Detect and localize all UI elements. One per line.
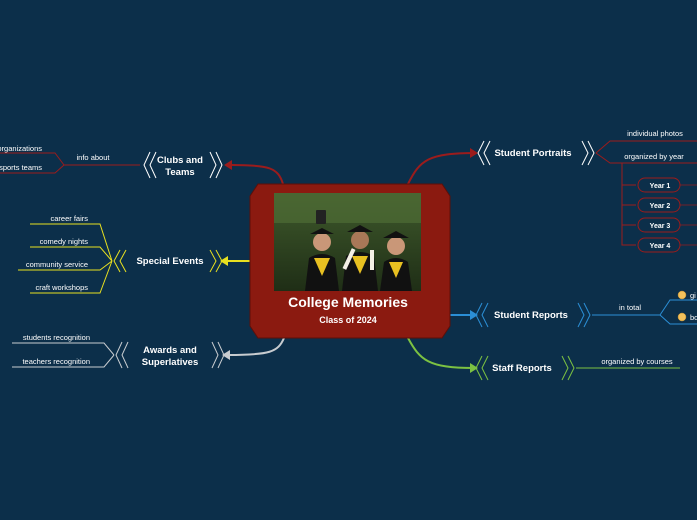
arrow-staff [470, 363, 478, 373]
bracket-right-icon [581, 140, 595, 166]
awards-leaf-teachers-recognition[interactable]: teachers recognition [22, 357, 90, 366]
reports-leaf-girls-label: gi [690, 291, 696, 300]
bracket-left-icon [475, 302, 489, 328]
arrow-reports [470, 310, 478, 320]
bracket-left-icon [115, 341, 129, 369]
portraits-label: Student Portraits [494, 148, 571, 159]
year-4-label: Year 4 [650, 243, 671, 250]
connector-staff [407, 337, 475, 369]
years-connector-lines [621, 163, 636, 246]
bracket-right-icon [211, 341, 225, 369]
bracket-right-icon [209, 249, 223, 273]
bracket-left-icon [113, 249, 127, 273]
topic-special-events[interactable]: Special Events [113, 249, 223, 273]
special-events-leaf-craft-workshops[interactable]: craft workshops [35, 283, 88, 292]
year-pill-2[interactable]: Year 2 [637, 197, 681, 213]
year-pill-3[interactable]: Year 3 [637, 217, 681, 233]
topic-clubs-and-teams[interactable]: Clubs and Teams [143, 151, 223, 179]
connector-clubs [231, 164, 284, 185]
bracket-left-icon [477, 140, 491, 166]
year-2-label: Year 2 [650, 203, 671, 210]
reports-leaf-lines [659, 299, 697, 325]
central-subtitle: Class of 2024 [319, 315, 377, 325]
year-1-label: Year 1 [650, 183, 671, 190]
awards-label-line1: Awards and [143, 345, 197, 356]
topic-student-reports[interactable]: Student Reports [475, 302, 591, 328]
staff-connector-label: organized by courses [601, 357, 673, 366]
bracket-right-icon [577, 302, 591, 328]
central-title: College Memories [288, 294, 408, 310]
year-pill-1[interactable]: Year 1 [637, 177, 681, 193]
arrowheads [220, 148, 478, 373]
year-3-label: Year 3 [650, 223, 671, 230]
arrow-portraits [470, 148, 478, 158]
reports-leaf-boys[interactable]: bo [677, 312, 697, 322]
special-events-label: Special Events [136, 256, 203, 267]
girl-avatar-icon [677, 290, 687, 300]
student-reports-label: Student Reports [494, 310, 568, 321]
bracket-left-icon [143, 151, 157, 179]
special-events-leaf-career-fairs[interactable]: career fairs [50, 214, 88, 223]
portraits-leaf-lines [595, 140, 697, 164]
connector-awards [227, 337, 285, 356]
awards-leaf-students-recognition[interactable]: students recognition [23, 333, 90, 342]
topic-staff-reports[interactable]: Staff Reports [475, 355, 575, 381]
boy-avatar-icon [677, 312, 687, 322]
clubs-leaf-bracket [0, 152, 65, 174]
reports-connector-label: in total [619, 303, 641, 312]
bracket-left-icon [475, 355, 489, 381]
portraits-leaf-organized-by-year[interactable]: organized by year [624, 152, 684, 161]
bracket-right-icon [209, 151, 223, 179]
awards-leaf-lines [12, 342, 115, 368]
clubs-leaf-sports-teams[interactable]: sports teams [0, 163, 42, 172]
topic-student-portraits[interactable]: Student Portraits [477, 140, 595, 166]
clubs-label-line2: Teams [165, 167, 194, 178]
special-events-leaf-lines [18, 223, 113, 294]
portraits-leaf-individual-photos[interactable]: individual photos [627, 129, 683, 138]
arrow-awards [222, 350, 230, 360]
connector-portraits [407, 152, 477, 185]
arrow-special-events [220, 256, 228, 266]
arrow-clubs [224, 160, 232, 170]
special-events-leaf-comedy-nights[interactable]: comedy nights [40, 237, 89, 246]
reports-leaf-boys-label: bo [690, 313, 697, 322]
special-events-leaf-community-service[interactable]: community service [26, 260, 88, 269]
bracket-right-icon [561, 355, 575, 381]
years-trailing-lines [680, 184, 697, 246]
reports-leaf-girls[interactable]: gi [677, 290, 696, 300]
graduation-photo [274, 193, 421, 291]
central-topic[interactable]: College Memories Class of 2024 [249, 183, 451, 339]
topic-awards-and-superlatives[interactable]: Awards and Superlatives [115, 341, 225, 369]
year-pill-4[interactable]: Year 4 [637, 237, 681, 253]
clubs-leaf-organizations[interactable]: organizations [0, 144, 42, 153]
awards-label-line2: Superlatives [142, 357, 199, 368]
staff-reports-label: Staff Reports [492, 363, 552, 374]
clubs-label-line1: Clubs and [157, 155, 203, 166]
clubs-connector-label: info about [77, 153, 111, 162]
